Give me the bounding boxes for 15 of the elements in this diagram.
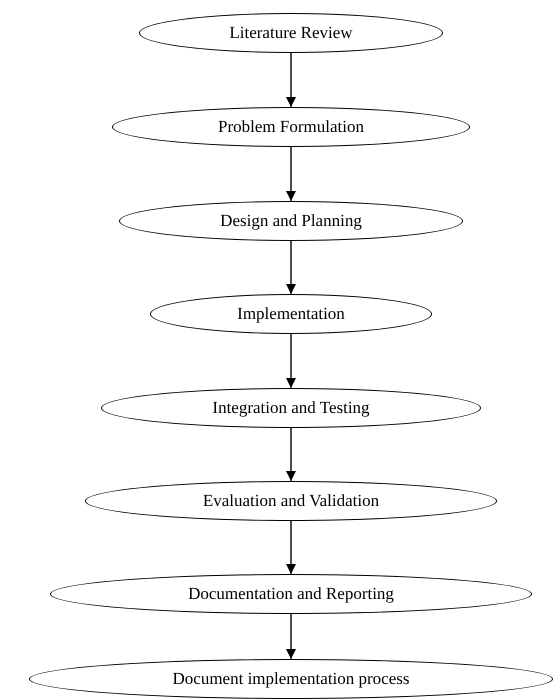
arrow [286,53,296,107]
arrow [286,334,296,388]
arrow [286,521,296,574]
arrow [286,147,296,201]
step-label: Document implementation process [172,669,410,689]
arrow [286,428,296,481]
step-label: Documentation and Reporting [188,584,394,604]
step-label: Design and Planning [220,211,362,231]
step-label: Implementation [237,304,345,324]
step-label: Literature Review [229,23,353,43]
step-label: Problem Formulation [218,117,364,137]
step-label: Evaluation and Validation [202,491,380,511]
arrow [286,241,296,294]
arrow [286,614,296,659]
step-label: Integration and Testing [212,398,370,418]
